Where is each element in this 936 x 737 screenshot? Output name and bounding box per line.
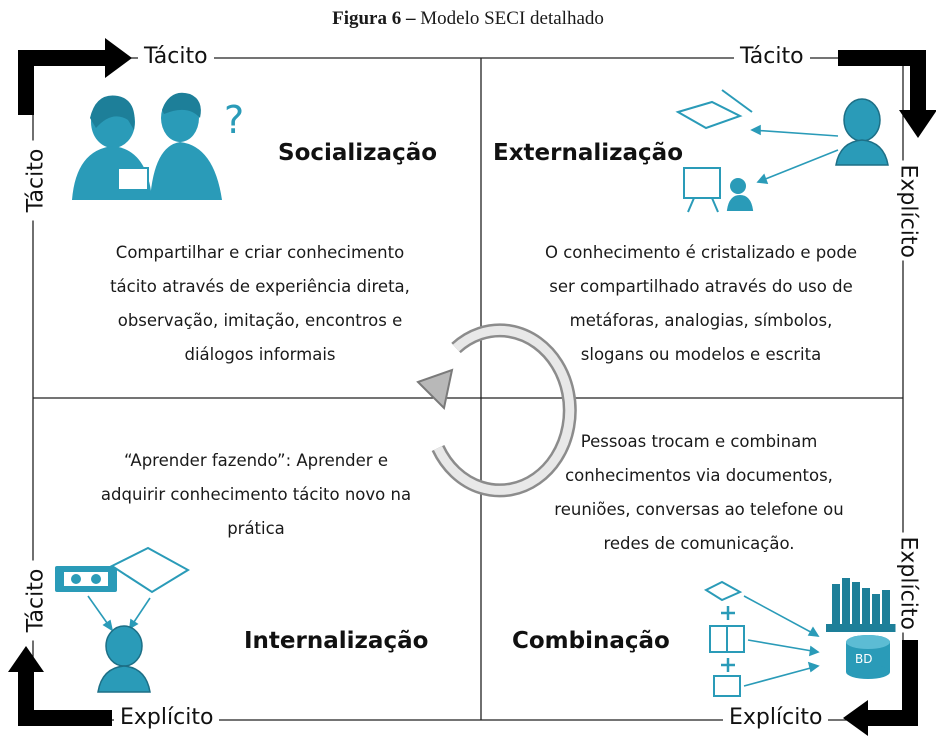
figure-caption: Figura 6 – Modelo SECI detalhado bbox=[0, 8, 936, 30]
internalizacao-line: prática bbox=[227, 519, 285, 538]
socializacao-line: tácito através de experiência direta, bbox=[110, 277, 410, 296]
axis-label-right-lower: Explícito bbox=[895, 532, 921, 633]
externalizacao-title: Externalização bbox=[493, 140, 684, 166]
corner-arrow-top-left bbox=[18, 38, 132, 115]
socializacao-line: observação, imitação, encontros e bbox=[117, 311, 403, 330]
externalizacao-line: ser compartilhado através do uso de bbox=[549, 277, 853, 296]
externalizacao-line: slogans ou modelos e escrita bbox=[580, 345, 822, 364]
axis-label-top-left: Tácito bbox=[138, 44, 214, 69]
internalizacao-line: adquirir conhecimento tácito novo na bbox=[100, 485, 412, 504]
internalizacao-line: “Aprender fazendo”: Aprender e bbox=[124, 451, 388, 470]
combinacao-line: conhecimentos via documentos, bbox=[565, 466, 833, 485]
internalizacao-person-icon bbox=[97, 625, 151, 693]
caption-number: Figura 6 – bbox=[332, 8, 416, 29]
database-icon bbox=[846, 635, 890, 679]
combinacao-description: Pessoas trocam e combinam conhecimentos … bbox=[504, 425, 894, 561]
externalizacao-easel-icon bbox=[683, 167, 754, 213]
internalizacao-arrows bbox=[87, 595, 151, 632]
axis-label-bottom-left: Explícito bbox=[114, 705, 220, 730]
combinacao-arrows bbox=[743, 595, 820, 687]
combinacao-line: reuniões, conversas ao telefone ou bbox=[554, 500, 844, 519]
question-mark-icon: ? bbox=[224, 98, 245, 142]
internalizacao-video-icon bbox=[55, 566, 117, 592]
combinacao-title: Combinação bbox=[512, 628, 670, 654]
socializacao-description: Compartilhar e criar conhecimento tácito… bbox=[60, 236, 460, 372]
combinacao-library-icon bbox=[826, 578, 898, 632]
externalizacao-arrows bbox=[750, 124, 839, 184]
corner-arrow-bottom-right bbox=[843, 640, 918, 736]
combinacao-documents-icon bbox=[703, 580, 745, 697]
externalizacao-line: O conhecimento é cristalizado e pode bbox=[545, 243, 857, 262]
axis-label-top-right: Tácito bbox=[734, 44, 810, 69]
database-label: BD bbox=[855, 652, 873, 666]
combinacao-line: Pessoas trocam e combinam bbox=[580, 432, 818, 451]
internalizacao-description: “Aprender fazendo”: Aprender e adquirir … bbox=[56, 444, 456, 546]
axis-label-left-lower: Tácito bbox=[23, 560, 49, 641]
socializacao-title: Socialização bbox=[278, 140, 438, 166]
externalizacao-description: O conhecimento é cristalizado e pode ser… bbox=[502, 236, 900, 372]
externalizacao-line: metáforas, analogias, símbolos, bbox=[569, 311, 833, 330]
combinacao-line: redes de comunicação. bbox=[603, 534, 795, 553]
corner-arrow-top-right bbox=[838, 50, 936, 138]
axis-label-bottom-right: Explícito bbox=[723, 705, 829, 730]
caption-text: Modelo SECI detalhado bbox=[420, 8, 604, 29]
cycle-arrow bbox=[416, 323, 577, 498]
socializacao-line: Compartilhar e criar conhecimento bbox=[115, 243, 405, 262]
externalizacao-person-icon bbox=[835, 98, 889, 166]
corner-arrow-bottom-left bbox=[8, 646, 112, 726]
externalizacao-book-icon bbox=[675, 89, 753, 130]
internalizacao-book-icon bbox=[109, 546, 190, 594]
socializacao-people-icon bbox=[72, 92, 222, 200]
axis-label-left-upper: Tácito bbox=[23, 140, 49, 221]
combinacao-plus-icons bbox=[721, 606, 735, 672]
socializacao-line: diálogos informais bbox=[184, 345, 336, 364]
internalizacao-title: Internalização bbox=[244, 628, 429, 654]
